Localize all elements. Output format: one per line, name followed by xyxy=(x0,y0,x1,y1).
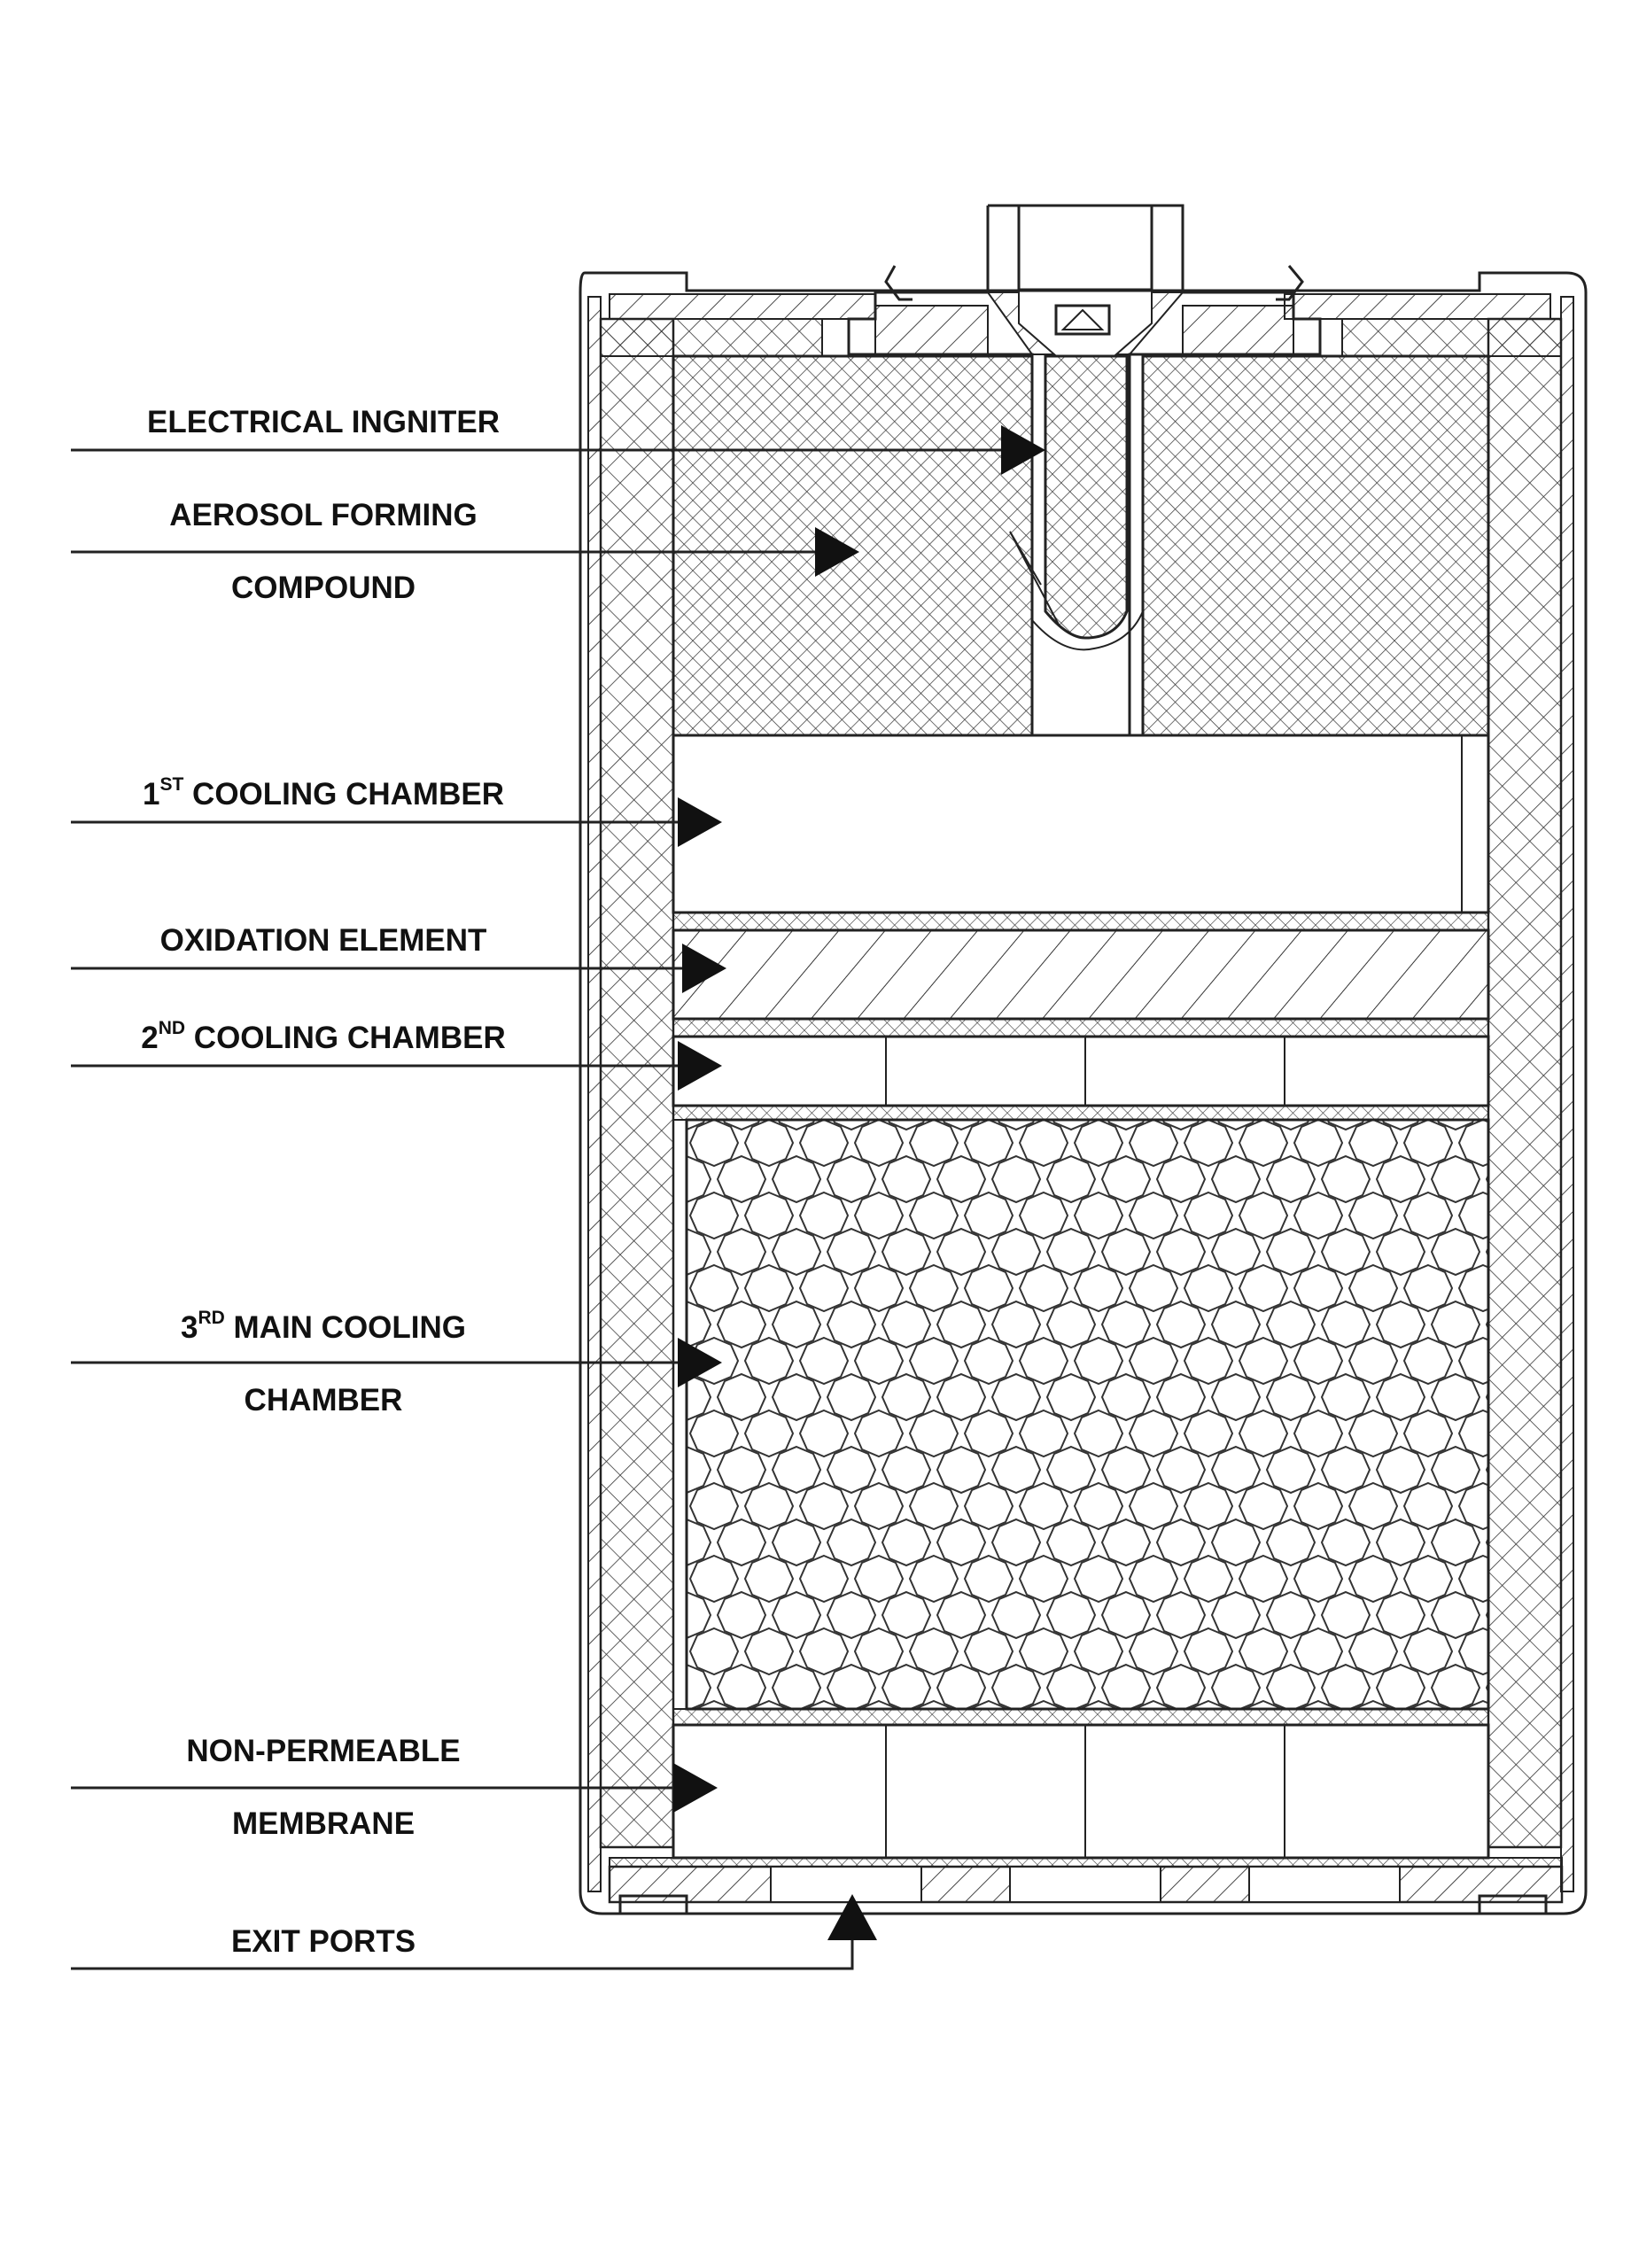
cooling1-pointer xyxy=(71,797,722,847)
label-exit-ports: EXIT PORTS xyxy=(231,1924,416,1959)
cooling2-pointer xyxy=(71,1041,722,1091)
label-aerosol-forming-line2: COMPOUND xyxy=(231,571,416,605)
exit-pointer xyxy=(71,1894,877,1970)
label-aerosol-forming-line1: AEROSOL FORMING xyxy=(169,498,477,532)
label-third-main-cooling-line1: 3RD MAIN COOLING xyxy=(181,1308,466,1345)
aerosol-pointer xyxy=(71,527,859,577)
igniter-pointer xyxy=(71,425,1045,475)
label-electrical-igniter: ELECTRICAL INGNITER xyxy=(147,405,500,439)
label-second-cooling-chamber: 2ND COOLING CHAMBER xyxy=(141,1018,505,1055)
label-oxidation-element: OXIDATION ELEMENT xyxy=(160,923,487,958)
oxidation-pointer xyxy=(71,944,726,993)
membrane-pointer xyxy=(71,1763,718,1813)
label-first-cooling-chamber: 1ST COOLING CHAMBER xyxy=(143,774,504,812)
label-non-permeable-line2: MEMBRANE xyxy=(232,1806,415,1841)
label-third-main-cooling-line2: CHAMBER xyxy=(245,1383,403,1418)
labels: ELECTRICAL INGNITER AEROSOL FORMING COMP… xyxy=(141,405,505,1959)
cooling3-pointer xyxy=(71,1338,722,1387)
callout-lines xyxy=(71,425,1045,1970)
canister xyxy=(579,204,1588,1915)
label-non-permeable-line1: NON-PERMEABLE xyxy=(186,1734,460,1768)
